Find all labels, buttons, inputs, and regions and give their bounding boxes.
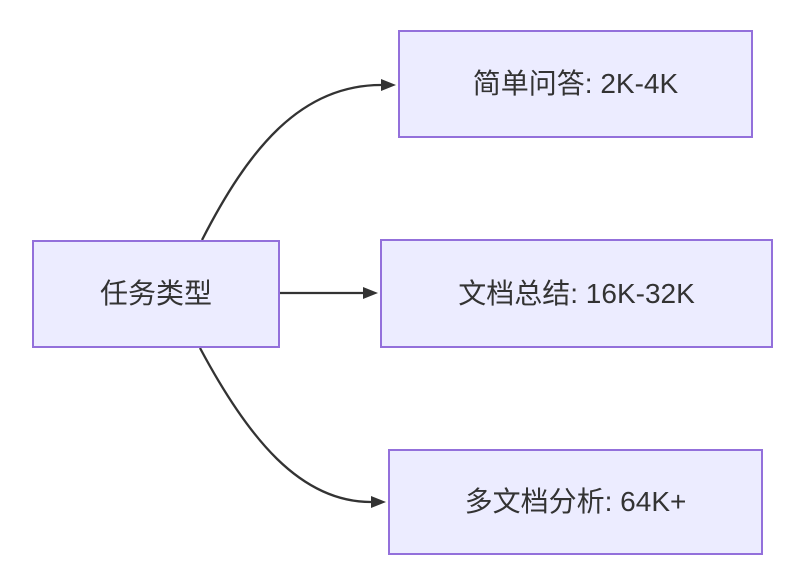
node-simple-qa-label: 简单问答: 2K-4K — [472, 68, 679, 100]
node-task-type-label: 任务类型 — [99, 278, 212, 310]
node-doc-summary: 文档总结: 16K-32K — [380, 239, 773, 348]
node-multi-doc-analysis: 多文档分析: 64K+ — [388, 449, 763, 555]
node-multi-doc-analysis-label: 多文档分析: 64K+ — [464, 486, 687, 518]
node-simple-qa: 简单问答: 2K-4K — [398, 30, 753, 138]
edge-root-to-child-2 — [198, 347, 386, 508]
edge-root-to-child-0 — [200, 79, 396, 241]
node-doc-summary-label: 文档总结: 16K-32K — [458, 277, 695, 309]
node-task-type: 任务类型 — [32, 240, 280, 348]
